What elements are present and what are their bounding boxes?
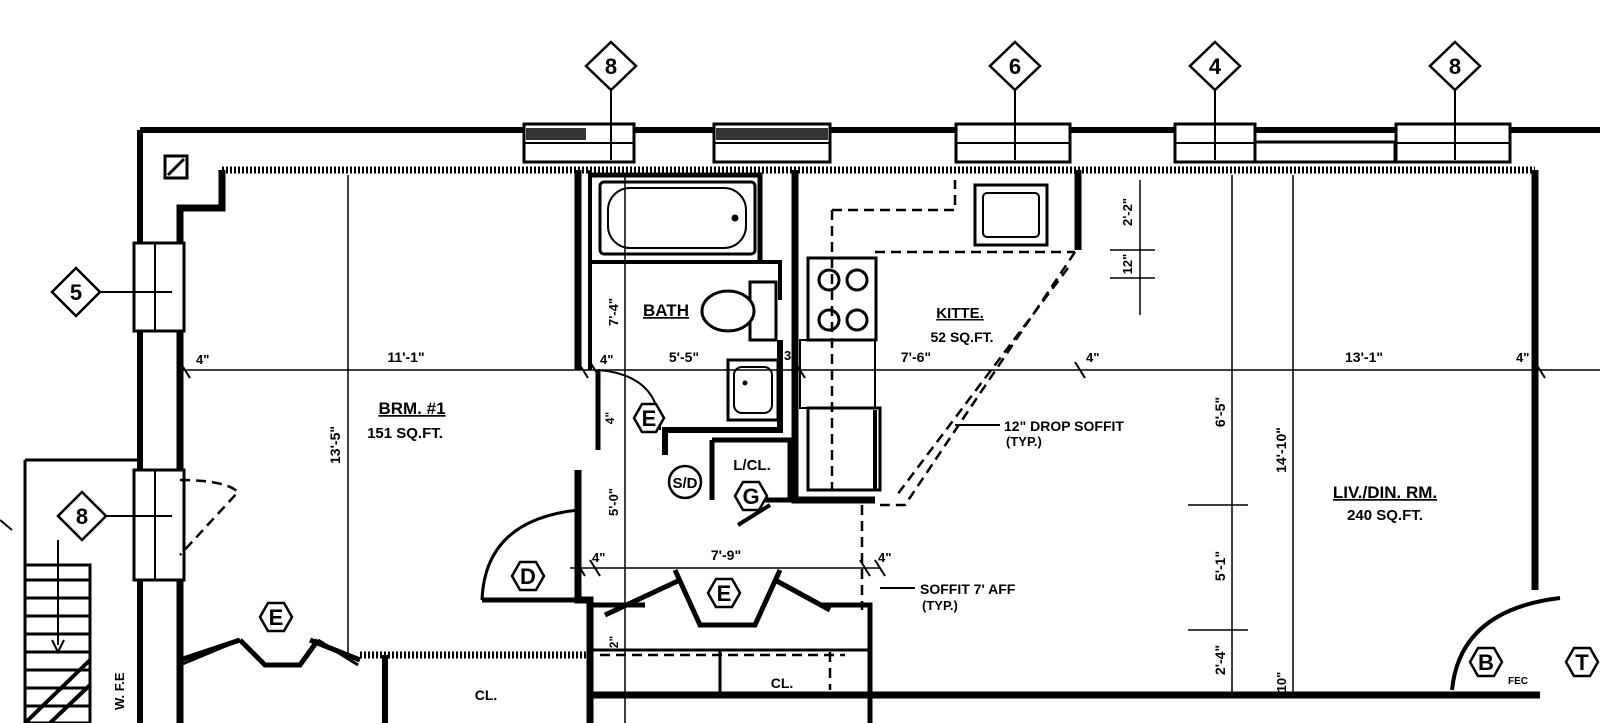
window-tag-label: 8: [1449, 54, 1461, 79]
door-tag-d: D: [510, 560, 546, 592]
room-name: LIV./DIN. RM.: [1333, 483, 1437, 502]
window-tag-label: 8: [605, 54, 617, 79]
door-tag-label: G: [742, 484, 759, 509]
room-name: BATH: [643, 301, 689, 320]
dim-label: 4": [603, 412, 617, 424]
note-text: (TYP.): [922, 598, 958, 613]
dim-label: 4": [600, 352, 613, 367]
door-tag-label: E: [642, 406, 657, 431]
room-living: LIV./DIN. RM. 240 SQ.FT.: [1333, 483, 1437, 524]
door-swings: [179, 369, 1561, 691]
window-tag-label: 6: [1009, 54, 1021, 79]
door-tag-e-bedroom: E: [258, 601, 294, 633]
dim-label: 11'-1": [387, 349, 424, 365]
room-name: BRM. #1: [378, 399, 445, 418]
door-tag-label: E: [269, 605, 284, 630]
window-tag-8-b: 8: [1428, 40, 1482, 92]
window-tag-6: 6: [988, 40, 1042, 92]
room-linen-closet: L/CL.: [733, 457, 771, 474]
refrigerator: [806, 406, 882, 492]
note-text: SOFFIT 7' AFF: [920, 581, 1016, 597]
exterior-walls: [137, 127, 1600, 723]
window-tag-8-a: 8: [584, 40, 638, 92]
range: [806, 256, 878, 342]
room-bedroom: BRM. #1 151 SQ.FT.: [367, 399, 445, 442]
door-tag-e-bath: E: [632, 402, 666, 434]
window-tag-label: 8: [76, 504, 88, 529]
window-tag-4: 4: [1188, 40, 1242, 92]
door-tag-b: B: [1468, 646, 1504, 678]
room-name: CL.: [475, 687, 498, 703]
stair-note: W. F.E: [112, 672, 127, 710]
dim-label: 4": [592, 550, 605, 565]
door-tag-e-closet: E: [706, 577, 742, 609]
note-drop-soffit: 12" DROP SOFFIT (TYP.): [1004, 418, 1124, 449]
room-kitchen: KITTE. 52 SQ.FT.: [930, 305, 993, 345]
door-tag-label: T: [1575, 650, 1589, 675]
door-tag-g: G: [733, 480, 769, 512]
vertical-dimension-text: 13'-5" 7'-4" 2'-2" 12" 6'-5" 14'-10" 5'-…: [327, 198, 1289, 692]
interior-walls: [179, 170, 1540, 723]
dim-label: 4": [196, 352, 209, 367]
windows: [132, 122, 1512, 582]
room-bath: BATH: [643, 301, 689, 320]
door-tag-t: T: [1564, 646, 1600, 678]
dim-label: 14'-10": [1273, 427, 1289, 473]
door-tag-label: D: [520, 564, 536, 589]
dimension-lines: [179, 175, 1600, 723]
dim-label: 13'-5": [327, 426, 343, 464]
dim-label: 5'-0": [606, 488, 621, 516]
room-name: KITTE.: [936, 305, 984, 322]
window-tag-5: 5: [50, 266, 102, 318]
door-tag-label: E: [717, 581, 732, 606]
note-text: (TYP.): [1006, 434, 1042, 449]
room-name: L/CL.: [733, 457, 771, 474]
dim-label: 10": [1274, 672, 1289, 693]
window-tag-label: 5: [70, 280, 82, 305]
room-area: 52 SQ.FT.: [930, 329, 993, 345]
smoke-detector-icon: S/D: [667, 464, 703, 500]
dim-label: 2": [607, 636, 621, 648]
room-closet-1: CL.: [475, 687, 498, 703]
dim-label: 2'-2": [1120, 198, 1135, 226]
dim-label: 2'-4": [1212, 645, 1228, 675]
room-area: 151 SQ.FT.: [367, 425, 443, 442]
dim-label: 5'-5": [669, 349, 699, 365]
dimension-text: 4" 11'-1" 4" 5'-5" 3" 7'-6" 4" 13'-1" 4"…: [196, 348, 1529, 565]
dim-label: 12": [1120, 254, 1135, 275]
tag-leaders: [98, 88, 1456, 589]
door-tag-label: B: [1478, 650, 1494, 675]
room-closet-2: CL.: [771, 675, 794, 691]
fire-extinguisher-label: FEC: [1508, 676, 1528, 687]
dim-label: 13'-1": [1345, 349, 1383, 365]
room-area: 240 SQ.FT.: [1347, 507, 1423, 524]
dim-label: 3": [784, 348, 797, 363]
room-name: CL.: [771, 675, 794, 691]
dim-label: 7'-4": [606, 298, 621, 326]
dim-label: 4": [878, 550, 891, 565]
dim-label: 7'-6": [901, 349, 931, 365]
dim-label: 5'-1": [1212, 551, 1228, 581]
note-soffit: SOFFIT 7' AFF (TYP.): [920, 581, 1016, 613]
window-tag-8-c: 8: [56, 490, 108, 542]
window-tag-label: 4: [1209, 54, 1222, 79]
stair: [0, 458, 140, 723]
dim-label: 4": [1086, 350, 1099, 365]
smoke-detector-label: S/D: [672, 475, 697, 492]
soffit-lines: [179, 180, 1077, 690]
dim-label: 6'-5": [1212, 397, 1228, 427]
fixtures: [598, 180, 1049, 492]
note-text: 12" DROP SOFFIT: [1004, 418, 1124, 434]
dim-label: 4": [1516, 350, 1529, 365]
dim-label: 7'-9": [711, 547, 741, 563]
